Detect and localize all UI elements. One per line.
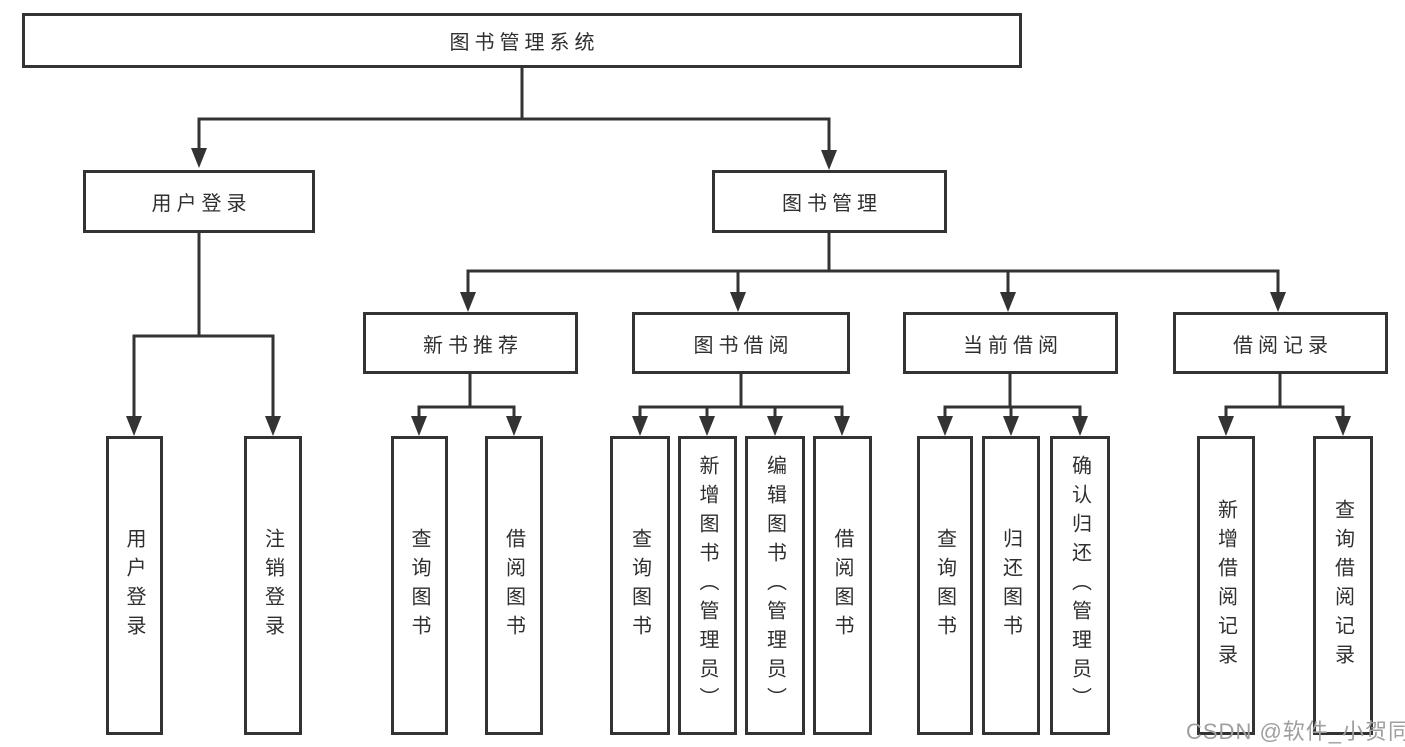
csdn-watermark: CSDN @软件_小贺同学 [1186,719,1405,744]
leaf-query-borrow-record-label: 查询借阅记录 [1331,498,1354,673]
node-current-borrow-label: 当前借阅 [963,334,1063,357]
leaf-confirm-return-admin-label: 确认归还（管理员） [1068,455,1091,716]
leaf-user-login-label: 用户登录 [123,527,145,644]
node-current-borrow: 当前借阅 [903,312,1118,374]
leaf-add-books-admin: 新增图书（管理员） [678,436,737,735]
leaf-add-borrow-record-label: 新增借阅记录 [1214,498,1237,673]
node-user-login-label: 用户登录 [151,193,252,215]
connector-new-books [411,374,522,436]
leaf-query-books-recommend-label: 查询图书 [408,527,430,644]
connector-book-borrow [632,374,850,436]
node-new-book-recommend: 新书推荐 [363,312,578,374]
connector-current-borrow [937,374,1088,436]
node-root: 图书管理系统 [22,13,1022,68]
connector-user-login [126,233,281,436]
leaf-edit-books-admin: 编辑图书（管理员） [745,436,805,735]
node-root-label: 图书管理系统 [449,32,600,54]
leaf-logout-label: 注销登录 [261,527,284,644]
leaf-return-books: 归还图书 [982,436,1040,735]
leaf-borrow-books-recommend: 借阅图书 [485,436,543,735]
leaf-add-borrow-record: 新增借阅记录 [1197,436,1255,735]
leaf-borrow-books: 借阅图书 [813,436,872,735]
connector-borrow-records [1218,374,1351,436]
leaf-add-books-admin-label: 新增图书（管理员） [696,455,718,716]
node-book-management: 图书管理 [712,170,947,233]
leaf-query-books-borrow-label: 查询图书 [628,527,651,644]
leaf-edit-books-admin-label: 编辑图书（管理员） [763,455,786,716]
node-book-management-label: 图书管理 [782,193,882,215]
node-user-login: 用户登录 [83,170,315,233]
connector-root [191,68,837,170]
leaf-borrow-books-recommend-label: 借阅图书 [502,527,525,644]
leaf-confirm-return-admin: 确认归还（管理员） [1050,436,1110,735]
leaf-user-login: 用户登录 [106,436,163,735]
node-borrow-records: 借阅记录 [1173,312,1388,374]
leaf-borrow-books-label: 借阅图书 [831,527,853,644]
leaf-query-borrow-record: 查询借阅记录 [1313,436,1373,735]
leaf-query-books-current-label: 查询图书 [933,527,956,644]
node-book-borrow: 图书借阅 [632,312,850,374]
leaf-query-books-recommend: 查询图书 [391,436,448,735]
connector-book-management [460,233,1286,312]
node-book-borrow-label: 图书借阅 [693,334,794,357]
leaf-return-books-label: 归还图书 [999,527,1022,644]
leaf-logout: 注销登录 [244,436,302,735]
leaf-query-books-borrow: 查询图书 [610,436,670,735]
leaf-query-books-current: 查询图书 [917,436,973,735]
node-borrow-records-label: 借阅记录 [1233,334,1333,357]
node-new-book-recommend-label: 新书推荐 [423,334,523,357]
